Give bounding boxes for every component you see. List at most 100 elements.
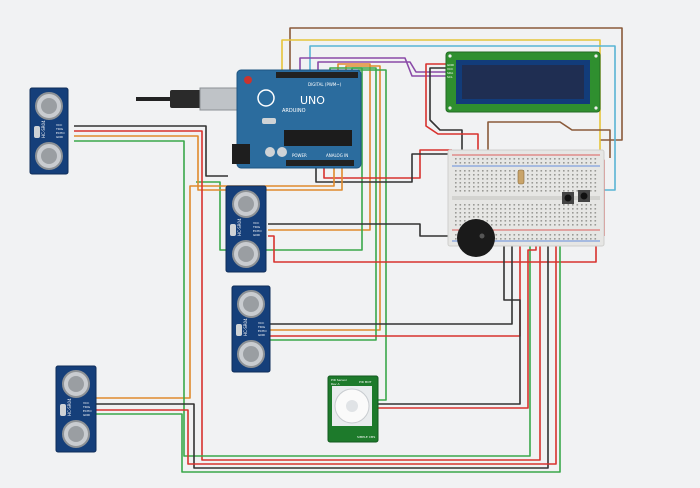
wire-red-uno-power[interactable]	[323, 149, 452, 179]
breadboard-hole[interactable]	[585, 216, 588, 218]
breadboard-hole[interactable]	[459, 162, 462, 164]
breadboard-hole[interactable]	[536, 220, 538, 222]
breadboard-hole[interactable]	[549, 158, 552, 160]
breadboard-hole[interactable]	[509, 182, 511, 184]
breadboard-hole[interactable]	[540, 162, 543, 164]
breadboard-hole[interactable]	[455, 186, 457, 188]
breadboard-hole[interactable]	[531, 204, 534, 206]
breadboard-hole[interactable]	[572, 216, 574, 218]
breadboard-hole[interactable]	[554, 174, 556, 176]
breadboard-hole[interactable]	[527, 220, 529, 222]
wire-orange-a[interactable]	[268, 63, 371, 231]
breadboard-hole[interactable]	[491, 204, 493, 206]
wire-black-s4[interactable]	[96, 238, 549, 469]
breadboard-hole[interactable]	[482, 178, 484, 180]
resistor[interactable]	[517, 169, 525, 185]
breadboard-hole[interactable]	[594, 186, 597, 188]
breadboard-hole[interactable]	[459, 212, 462, 214]
breadboard-hole[interactable]	[504, 216, 507, 218]
breadboard-hole[interactable]	[518, 238, 520, 240]
breadboard-hole[interactable]	[581, 182, 583, 184]
breadboard-hole[interactable]	[486, 158, 489, 160]
breadboard-hole[interactable]	[576, 186, 579, 188]
breadboard-hole[interactable]	[540, 178, 543, 180]
breadboard-hole[interactable]	[536, 186, 538, 188]
breadboard-hole[interactable]	[468, 204, 471, 206]
breadboard-hole[interactable]	[536, 190, 538, 192]
breadboard-hole[interactable]	[590, 186, 592, 188]
breadboard-hole[interactable]	[585, 238, 588, 240]
breadboard-hole[interactable]	[536, 216, 538, 218]
breadboard-hole[interactable]	[468, 170, 471, 172]
breadboard-hole[interactable]	[459, 170, 462, 172]
breadboard-hole[interactable]	[563, 216, 565, 218]
breadboard-hole[interactable]	[567, 204, 570, 206]
breadboard-hole[interactable]	[536, 170, 538, 172]
breadboard-hole[interactable]	[486, 212, 489, 214]
breadboard-hole[interactable]	[572, 186, 574, 188]
breadboard-hole[interactable]	[491, 174, 493, 176]
breadboard-hole[interactable]	[545, 178, 547, 180]
breadboard-hole[interactable]	[504, 162, 507, 164]
breadboard-hole[interactable]	[509, 216, 511, 218]
breadboard-hole[interactable]	[459, 216, 462, 218]
breadboard-hole[interactable]	[473, 216, 475, 218]
breadboard-hole[interactable]	[576, 170, 579, 172]
breadboard-hole[interactable]	[477, 158, 480, 160]
breadboard-hole[interactable]	[464, 208, 466, 210]
breadboard-hole[interactable]	[527, 208, 529, 210]
breadboard-hole[interactable]	[509, 212, 511, 214]
breadboard-hole[interactable]	[576, 158, 579, 160]
breadboard-hole[interactable]	[594, 224, 597, 226]
breadboard-hole[interactable]	[455, 204, 457, 206]
wire-red-lcd[interactable]	[425, 63, 479, 158]
breadboard-hole[interactable]	[549, 162, 552, 164]
breadboard-hole[interactable]	[567, 220, 570, 222]
breadboard-hole[interactable]	[554, 170, 556, 172]
breadboard-hole[interactable]	[590, 174, 592, 176]
breadboard-hole[interactable]	[572, 162, 574, 164]
breadboard-hole[interactable]	[518, 234, 520, 236]
breadboard-hole[interactable]	[509, 238, 511, 240]
breadboard-hole[interactable]	[527, 174, 529, 176]
breadboard-hole[interactable]	[504, 224, 507, 226]
breadboard-hole[interactable]	[554, 182, 556, 184]
breadboard-hole[interactable]	[473, 204, 475, 206]
breadboard-hole[interactable]	[509, 204, 511, 206]
breadboard-hole[interactable]	[464, 186, 466, 188]
breadboard-hole[interactable]	[455, 220, 457, 222]
breadboard-hole[interactable]	[554, 208, 556, 210]
breadboard-hole[interactable]	[455, 190, 457, 192]
breadboard-hole[interactable]	[545, 182, 547, 184]
breadboard-hole[interactable]	[567, 178, 570, 180]
breadboard-hole[interactable]	[594, 208, 597, 210]
breadboard-hole[interactable]	[464, 158, 466, 160]
breadboard-hole[interactable]	[549, 186, 552, 188]
breadboard-hole[interactable]	[581, 186, 583, 188]
breadboard-hole[interactable]	[513, 216, 516, 218]
breadboard-hole[interactable]	[536, 208, 538, 210]
breadboard-hole[interactable]	[495, 220, 498, 222]
breadboard-hole[interactable]	[531, 174, 534, 176]
breadboard-hole[interactable]	[549, 208, 552, 210]
breadboard-hole[interactable]	[572, 158, 574, 160]
breadboard-hole[interactable]	[545, 190, 547, 192]
breadboard-hole[interactable]	[500, 162, 502, 164]
breadboard-hole[interactable]	[486, 170, 489, 172]
breadboard-hole[interactable]	[473, 158, 475, 160]
breadboard-hole[interactable]	[473, 174, 475, 176]
breadboard-hole[interactable]	[558, 220, 561, 222]
breadboard-hole[interactable]	[540, 238, 543, 240]
breadboard-hole[interactable]	[594, 174, 597, 176]
breadboard-hole[interactable]	[504, 208, 507, 210]
breadboard-hole[interactable]	[495, 224, 498, 226]
breadboard-hole[interactable]	[504, 190, 507, 192]
breadboard-hole[interactable]	[558, 182, 561, 184]
breadboard-hole[interactable]	[500, 170, 502, 172]
breadboard-hole[interactable]	[500, 182, 502, 184]
breadboard-hole[interactable]	[540, 190, 543, 192]
breadboard-hole[interactable]	[590, 162, 592, 164]
breadboard-hole[interactable]	[491, 208, 493, 210]
breadboard-hole[interactable]	[491, 162, 493, 164]
breadboard-hole[interactable]	[531, 190, 534, 192]
